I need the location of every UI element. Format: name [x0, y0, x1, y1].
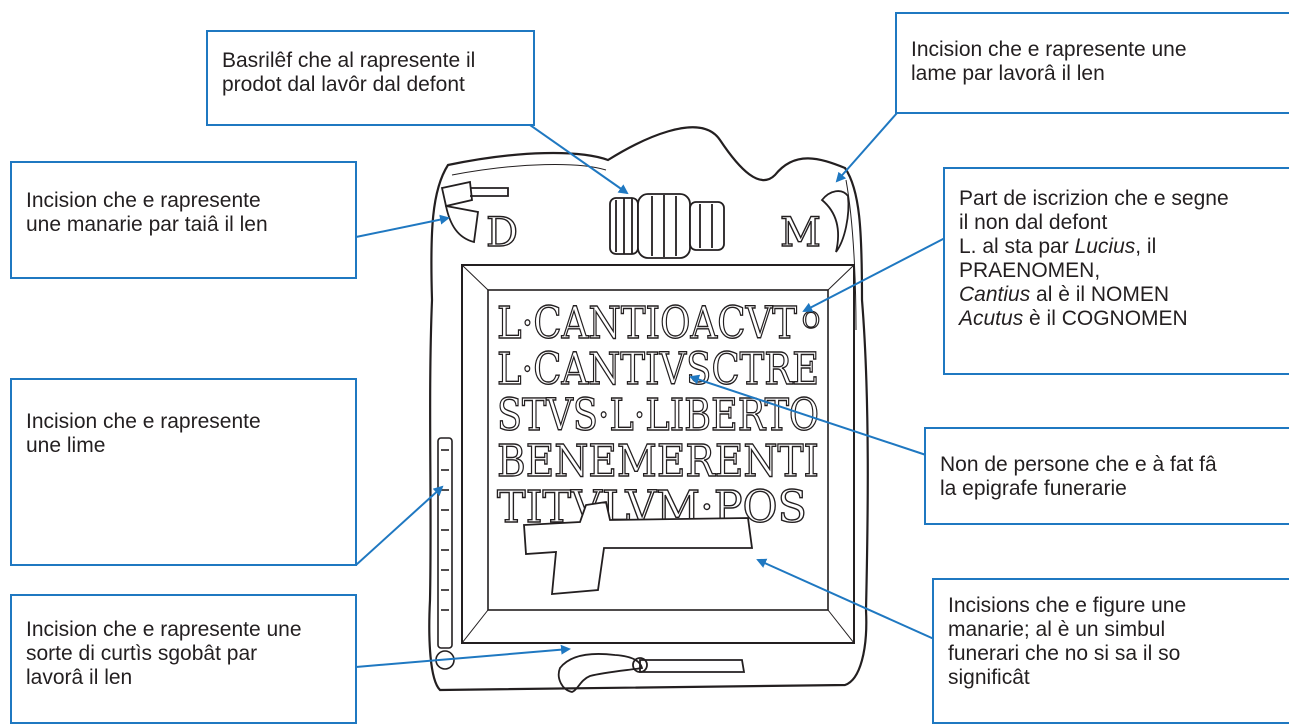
callout-blade: Incision che e rapresente une lame par l… — [895, 12, 1289, 114]
callout-knife: Incision che e rapresente une sorte di c… — [10, 594, 357, 724]
callout-knife-line-3: lavorâ il len — [26, 666, 345, 690]
callout-axe-line-2: une manarie par taiâ il len — [26, 213, 345, 237]
callout-name-line-5: Cantius al è il NOMEN — [959, 283, 1283, 307]
callout-name-cantius: Cantius — [959, 283, 1030, 306]
callout-name-line-5-b: al è il NOMEN — [1030, 283, 1169, 306]
callout-dedicator-line-1: Non de persone che e à fat fâ — [940, 453, 1283, 477]
callout-name-line-3-a: L. al sta par — [959, 235, 1075, 258]
callout-symbol-line-3: funerari che no si sa il so — [948, 642, 1283, 666]
callout-name: Part de iscrizion che e segne il non dal… — [943, 167, 1289, 375]
callout-file-line-1: Incision che e rapresente — [26, 410, 345, 434]
callout-axe: Incision che e rapresente une manarie pa… — [10, 161, 357, 279]
arrow-file — [356, 487, 442, 565]
callout-knife-line-2: sorte di curtìs sgobât par — [26, 642, 345, 666]
arrow-blade — [837, 113, 897, 181]
callout-name-line-1: Part de iscrizion che e segne — [959, 187, 1283, 211]
callout-axe-line-1: Incision che e rapresente — [26, 189, 345, 213]
inscription-line-4: BENEMERENTI — [497, 436, 819, 487]
callout-file-line-2: une lime — [26, 434, 345, 458]
callout-name-line-6-b: è il COGNOMEN — [1023, 307, 1188, 330]
inscription-line-3: STVS·L·LIBERTO — [497, 390, 819, 441]
callout-name-line-2: il non dal defont — [959, 211, 1283, 235]
inscription-d: D — [486, 210, 518, 256]
callout-name-lucius: Lucius — [1075, 235, 1136, 258]
callout-relief-line-2: prodot dal lavôr dal defont — [222, 73, 523, 97]
callout-dedicator: Non de persone che e à fat fâ la epigraf… — [924, 427, 1289, 525]
callout-dedicator-line-2: la epigrafe funerarie — [940, 477, 1283, 501]
callout-symbol-line-2: manarie; al è un simbul — [948, 618, 1283, 642]
callout-symbol-line-4: significât — [948, 666, 1283, 690]
inscription-line-2: L·CANTIVSCTRE — [497, 344, 819, 395]
callout-blade-line-1: Incision che e rapresente une — [911, 38, 1283, 62]
inscription-line-1: L·CANTIOACVT — [497, 298, 797, 349]
callout-name-acutus: Acutus — [959, 307, 1023, 330]
callout-name-line-6: Acutus è il COGNOMEN — [959, 307, 1283, 331]
callout-symbol-line-1: Incisions che e figure une — [948, 594, 1283, 618]
inscription-m: M — [780, 210, 821, 256]
inscription-line-1-suffix: O — [802, 309, 820, 334]
callout-blade-line-2: lame par lavorâ il len — [911, 62, 1283, 86]
callout-name-line-4: PRAENOMEN, — [959, 259, 1283, 283]
relief-barrel — [610, 194, 724, 258]
callout-knife-line-1: Incision che e rapresente une — [26, 618, 345, 642]
callout-relief-line-1: Basrilêf che al rapresente il — [222, 49, 523, 73]
callout-relief: Basrilêf che al rapresente il prodot dal… — [206, 30, 535, 126]
callout-file: Incision che e rapresente une lime — [10, 378, 357, 566]
callout-name-line-3: L. al sta par Lucius, il — [959, 235, 1283, 259]
callout-symbol: Incisions che e figure une manarie; al è… — [932, 578, 1289, 724]
callout-name-line-3-b: , il — [1135, 235, 1156, 258]
